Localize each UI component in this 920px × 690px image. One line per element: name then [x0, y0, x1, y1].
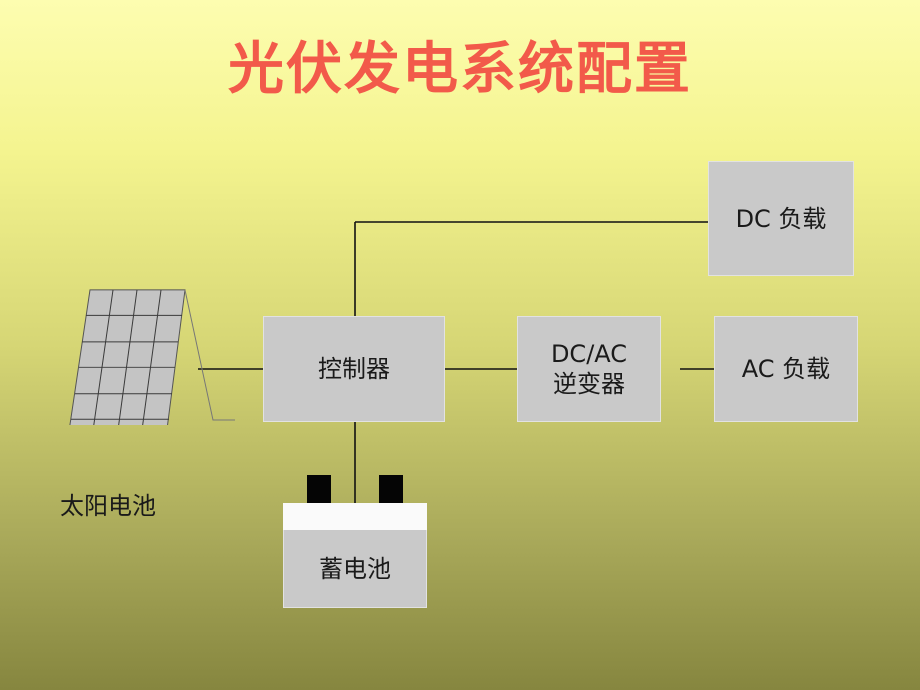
battery-label: 蓄电池 [319, 554, 391, 583]
page-title: 光伏发电系统配置 [228, 37, 692, 102]
battery-terminal-negative [307, 475, 331, 505]
battery-terminal-positive [379, 475, 403, 505]
inverter-box: DC/AC 逆变器 [517, 316, 661, 422]
battery-box: 蓄电池 [283, 530, 427, 608]
battery-cap [283, 503, 427, 530]
solar-panel-icon [69, 289, 235, 425]
solar-panel-label: 太阳电池 [60, 492, 156, 520]
inverter-label-line2: 逆变器 [552, 370, 625, 398]
dc-load-label: DC 负载 [735, 204, 827, 233]
dc-load-box: DC 负载 [708, 161, 854, 276]
controller-box: 控制器 [263, 316, 445, 422]
controller-label: 控制器 [318, 355, 390, 383]
ac-load-box: AC 负载 [714, 316, 858, 422]
inverter-label-line1: DC/AC [550, 340, 628, 368]
ac-load-label: AC 负载 [741, 355, 831, 383]
